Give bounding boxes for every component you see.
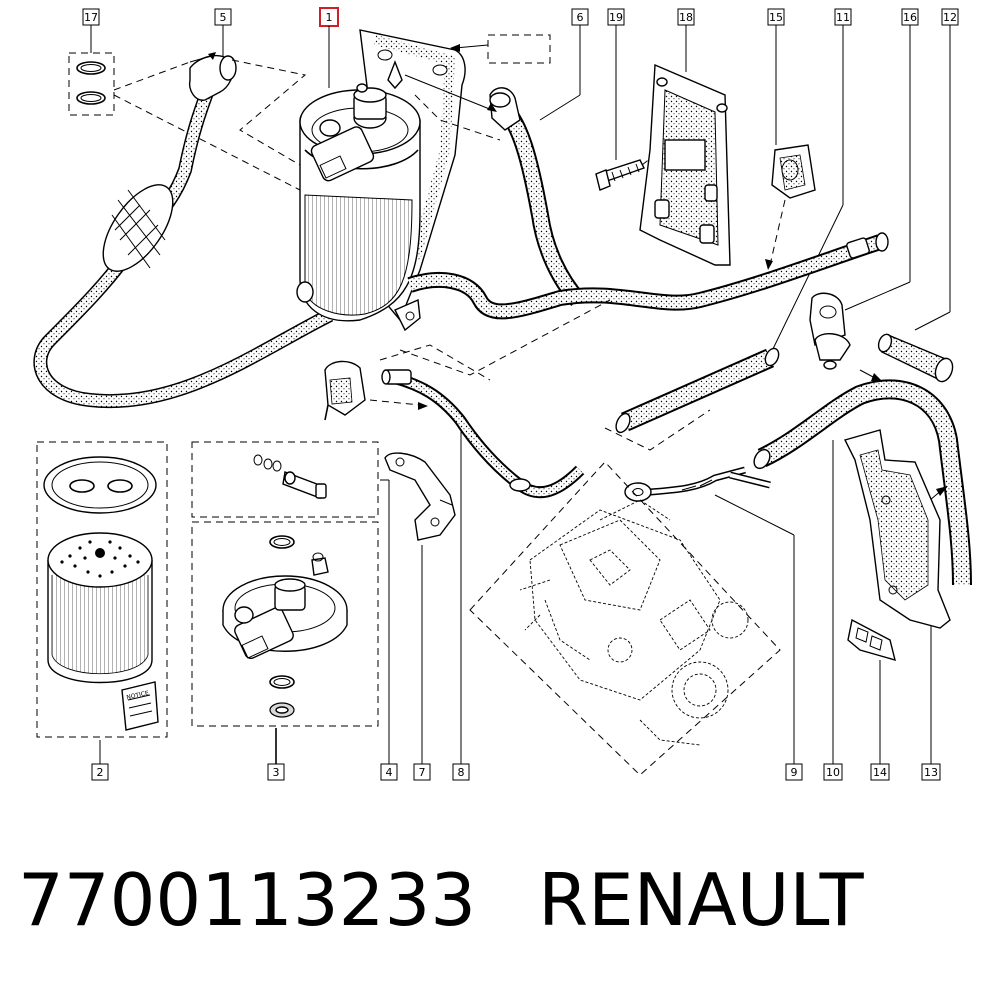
callout-5: 5 [214, 8, 232, 58]
callout-3: 3 [267, 728, 285, 781]
callout-15: 15 [767, 8, 785, 145]
svg-text:4: 4 [386, 766, 393, 779]
callout-8: 8 [452, 415, 470, 781]
exploded-parts-diagram: 17 5 1 6 19 18 15 11 16 [33, 7, 972, 781]
svg-text:14: 14 [873, 766, 887, 779]
dashed-reference-box [487, 34, 551, 64]
svg-text:5: 5 [220, 11, 227, 24]
o-ring-set [68, 52, 301, 191]
clip-14 [847, 618, 896, 662]
svg-text:9: 9 [791, 766, 798, 779]
curved-hose-10 [753, 369, 972, 586]
callout-1-highlighted: 1 [319, 7, 339, 88]
hose-clip-15 [765, 144, 816, 270]
callout-9: 9 [714, 494, 803, 781]
fuel-sensor [324, 360, 428, 421]
straight-hose-11 [604, 347, 780, 451]
svg-text:6: 6 [577, 11, 584, 24]
svg-text:8: 8 [458, 766, 465, 779]
part-number-and-brand: 7700113233 RENAULT [18, 858, 864, 942]
svg-text:7: 7 [419, 766, 426, 779]
svg-text:NOTICE: NOTICE [126, 690, 150, 702]
svg-text:19: 19 [609, 11, 623, 24]
callout-19: 19 [607, 8, 625, 160]
callout-6: 6 [539, 8, 589, 121]
filter-head-kit [191, 441, 379, 727]
callout-12: 12 [914, 8, 959, 331]
svg-text:1: 1 [326, 11, 333, 24]
svg-text:10: 10 [826, 766, 840, 779]
filter-cartridge-kit: NOTICE [36, 441, 168, 738]
hose-bracket-13 [843, 429, 951, 629]
hose-connector-16 [809, 292, 851, 370]
svg-text:16: 16 [903, 11, 917, 24]
return-hose [404, 74, 585, 307]
engine-block-outline [469, 461, 781, 776]
banjo-pipe [624, 466, 771, 502]
brand-name: RENAULT [538, 858, 864, 942]
mounting-plate [639, 63, 731, 266]
part-number: 7700113233 [18, 858, 477, 942]
callout-14: 14 [870, 660, 890, 781]
svg-text:11: 11 [836, 11, 850, 24]
hose-sleeve [877, 333, 954, 383]
callout-2: 2 [91, 740, 109, 781]
notice-booklet: NOTICE [121, 681, 159, 731]
svg-text:15: 15 [769, 11, 783, 24]
callout-16: 16 [844, 8, 919, 311]
svg-text:17: 17 [84, 11, 98, 24]
callout-10: 10 [823, 440, 843, 781]
feed-hose [407, 232, 889, 320]
svg-text:18: 18 [679, 11, 693, 24]
svg-text:13: 13 [924, 766, 938, 779]
callout-17: 17 [82, 8, 100, 53]
fuel-pipe-8 [379, 299, 611, 499]
callout-7: 7 [413, 545, 431, 781]
primer-bulb-hose [33, 52, 334, 409]
bracket-7 [384, 452, 456, 541]
svg-text:2: 2 [97, 766, 104, 779]
callout-11: 11 [769, 8, 852, 356]
fuel-filter-housing [296, 29, 466, 332]
svg-text:3: 3 [273, 766, 280, 779]
svg-text:12: 12 [943, 11, 957, 24]
callout-4: 4 [380, 479, 398, 781]
callout-18: 18 [677, 8, 695, 72]
